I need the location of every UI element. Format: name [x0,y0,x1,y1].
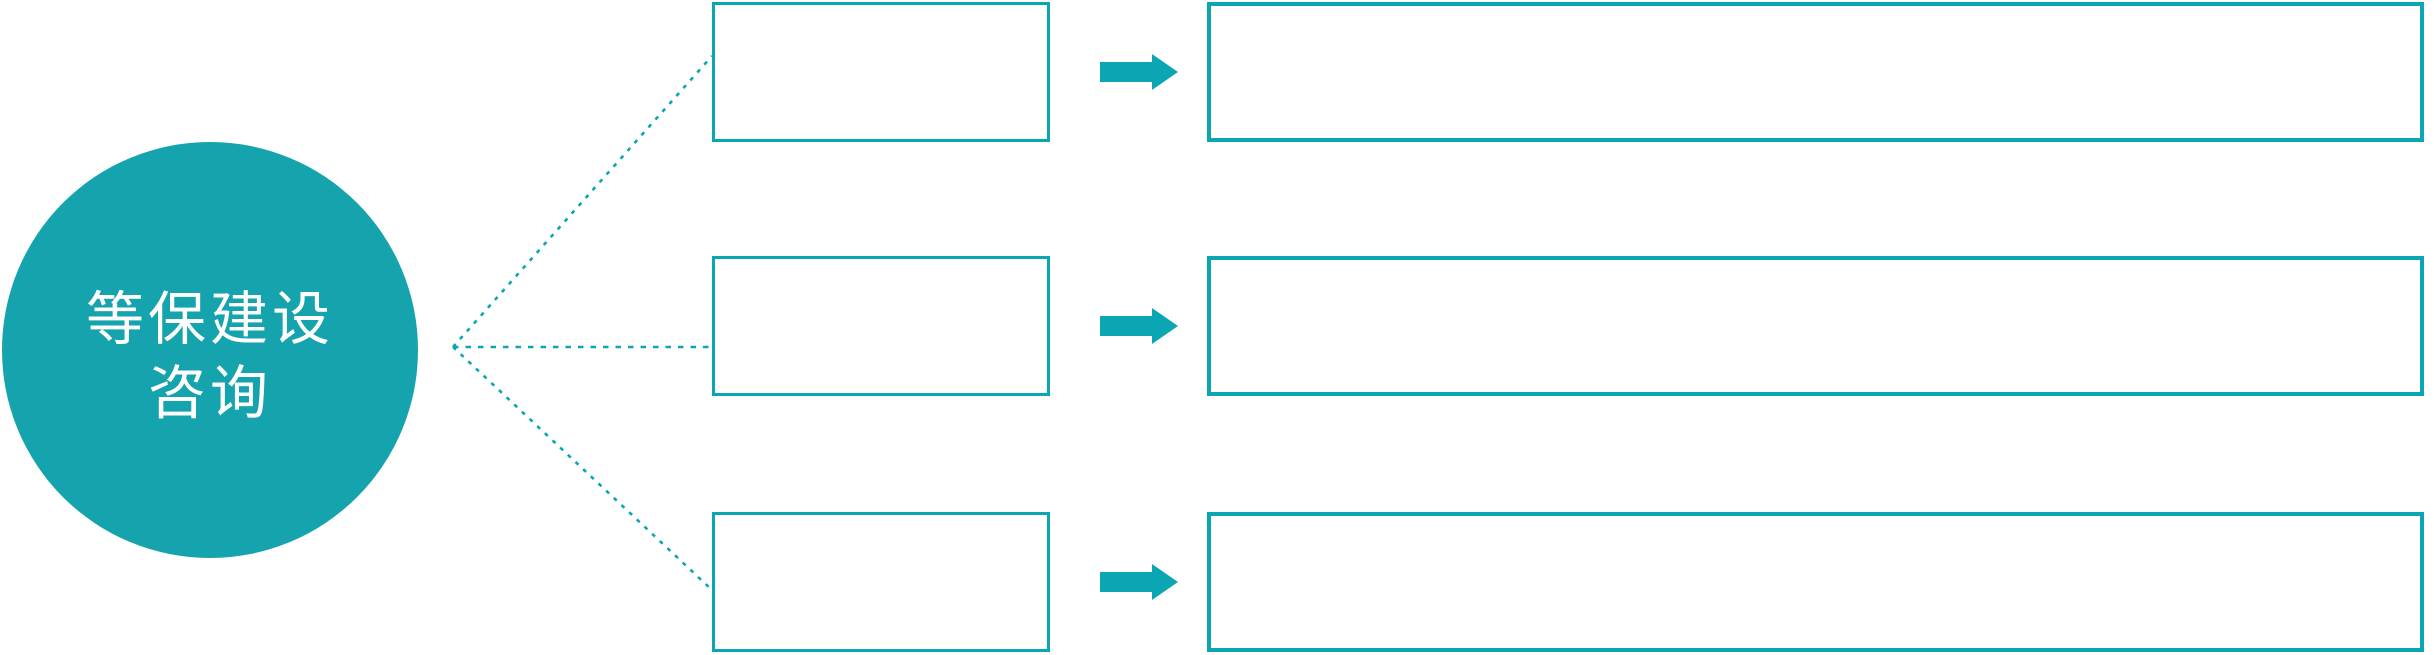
dashed-connector-bottom [452,346,713,591]
arrow-right-icon [1100,564,1178,600]
detail-box [1207,2,2424,142]
branch-row [0,2,2434,142]
branch-box [712,256,1050,396]
detail-box [1207,512,2424,652]
root-label-line1: 等保建设 [85,287,334,352]
arrow-right-icon [1100,54,1178,90]
root-node-circle: 等保建设 咨询 [2,142,418,558]
arrow-right-icon [1100,308,1178,344]
branch-box [712,512,1050,652]
dashed-connector-top [452,55,713,348]
branch-row [0,512,2434,652]
branch-box [712,2,1050,142]
detail-box [1207,256,2424,396]
root-node-label: 等保建设 咨询 [86,269,334,431]
root-label-line2: 咨询 [147,361,272,426]
branch-row [0,256,2434,396]
